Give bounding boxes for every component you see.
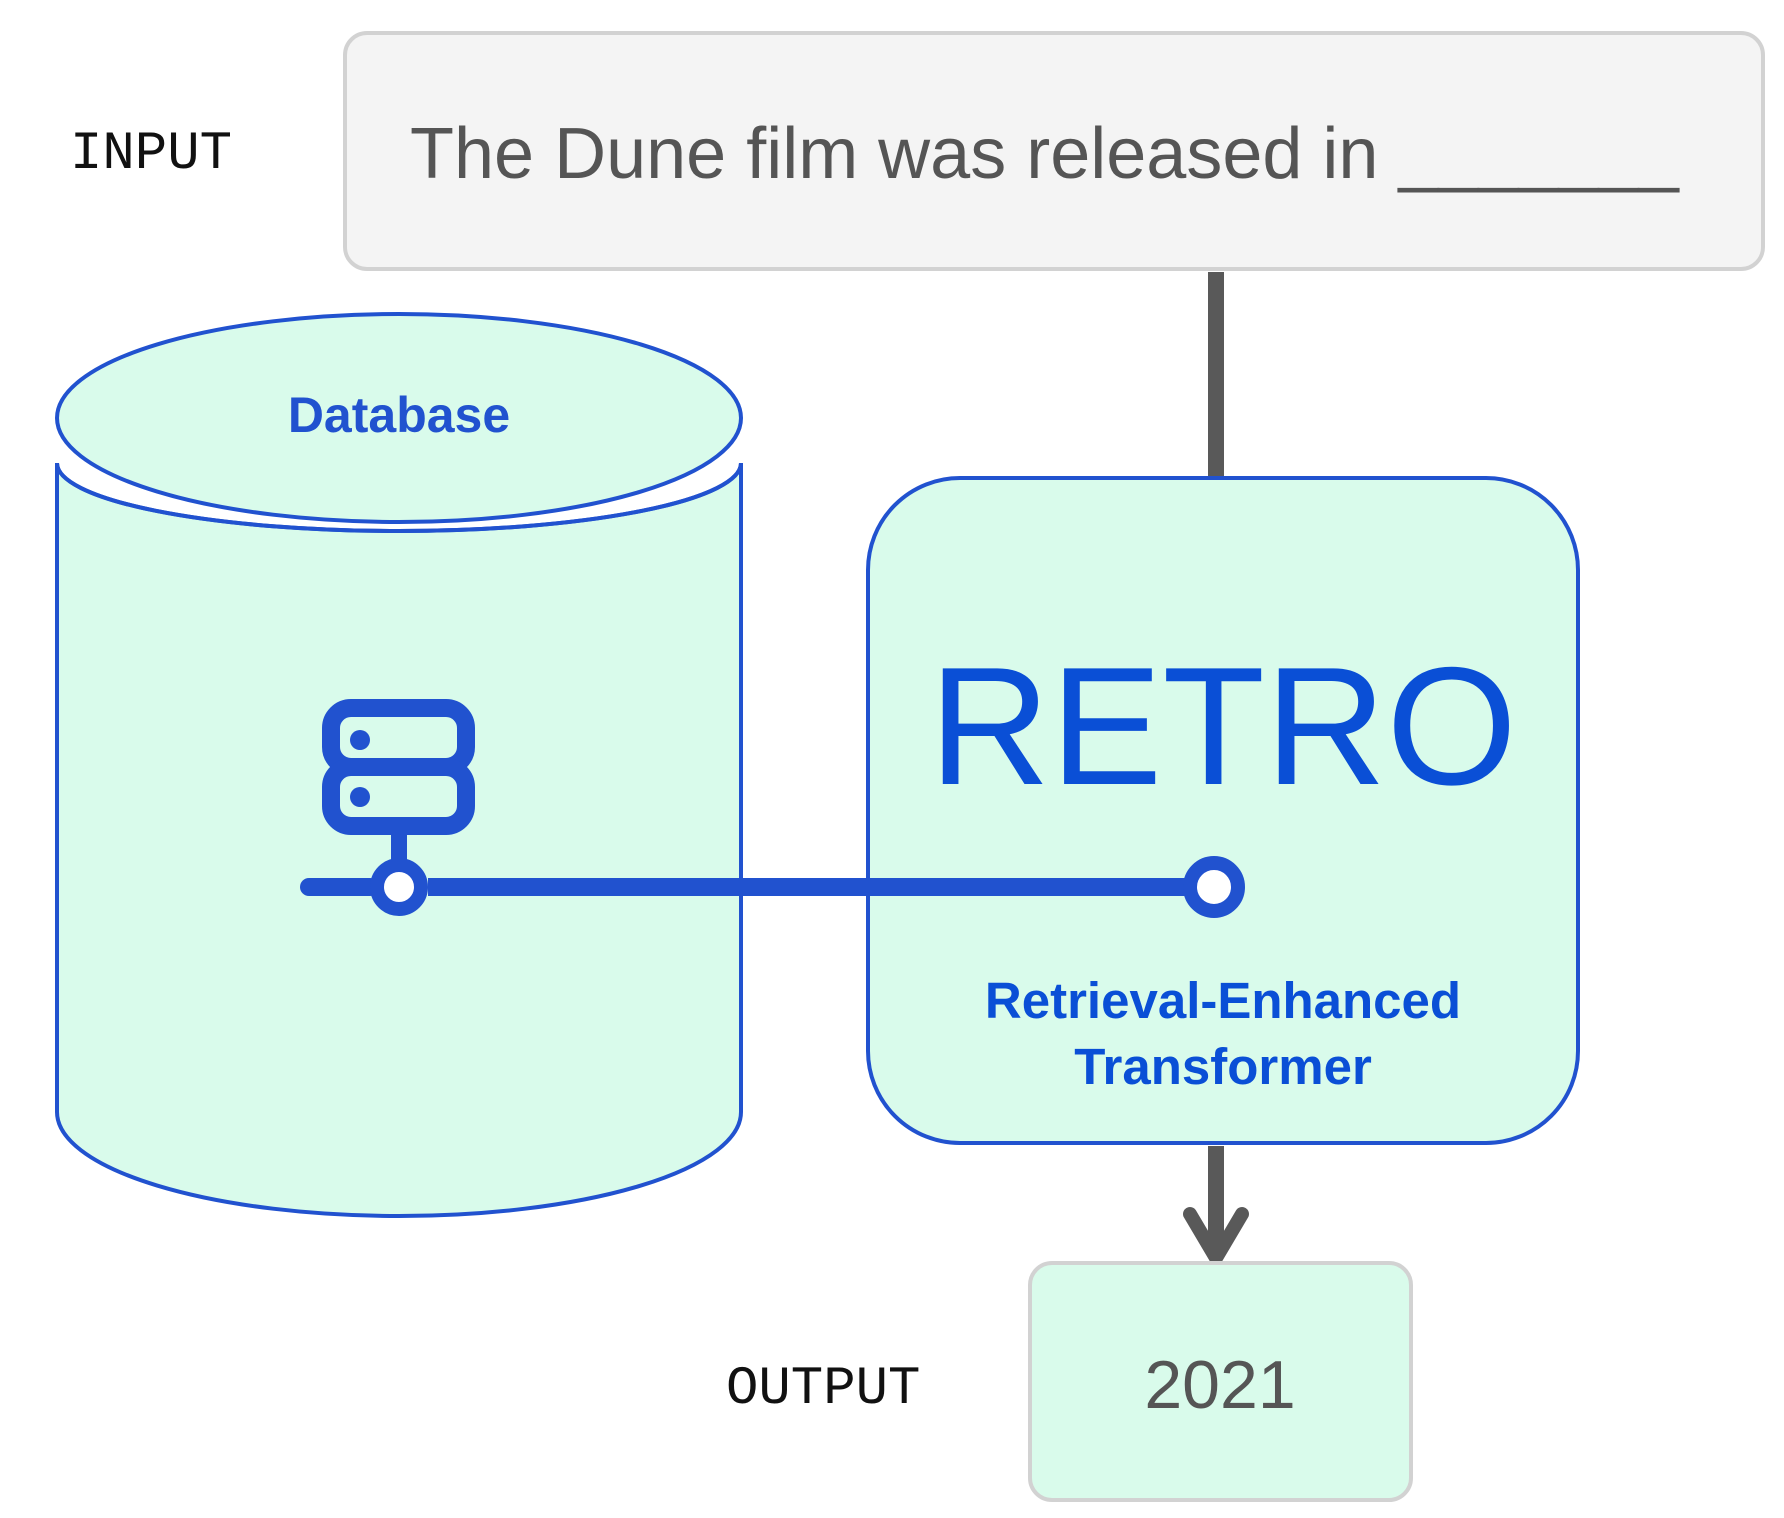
retro-box: RETRO Retrieval-Enhanced Transformer — [866, 476, 1580, 1145]
input-label: INPUT — [70, 124, 232, 185]
retro-subtitle-line2: Transformer — [1074, 1038, 1372, 1095]
output-value: 2021 — [1144, 1347, 1295, 1423]
database-label: Database — [288, 387, 510, 443]
retro-subtitle-line1: Retrieval-Enhanced — [985, 972, 1461, 1029]
arrow-retro-to-output — [1183, 1146, 1249, 1265]
retro-title: RETRO — [929, 632, 1517, 820]
output-label: OUTPUT — [726, 1359, 920, 1420]
input-prompt-text: The Dune film was released in _______ — [410, 114, 1680, 194]
server-network-icon — [300, 699, 475, 916]
input-box: The Dune film was released in _______ — [343, 31, 1765, 271]
database-retro-connection — [428, 856, 1245, 918]
output-box: 2021 — [1028, 1261, 1413, 1502]
